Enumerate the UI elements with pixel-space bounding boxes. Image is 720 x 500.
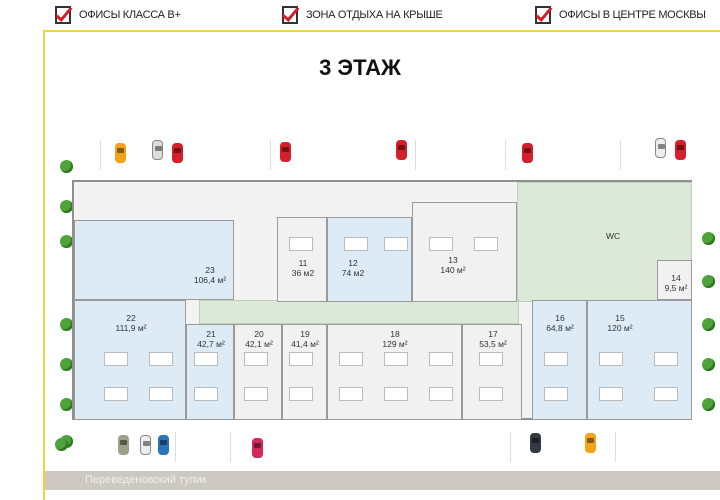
tree-icon (60, 200, 73, 213)
tree-icon (702, 398, 715, 411)
checkbox-checked-icon (55, 6, 71, 24)
car-icon (252, 438, 263, 458)
feature-label: ОФИСЫ В ЦЕНТРЕ МОСКВЫ (559, 9, 706, 21)
tree-icon (60, 318, 73, 331)
feature-center: ОФИСЫ В ЦЕНТРЕ МОСКВЫ (535, 0, 706, 30)
street-name: Переведеновский тупик (45, 471, 720, 490)
tree-icon (702, 358, 715, 371)
tree-icon (702, 275, 715, 288)
tree-icon (60, 398, 73, 411)
car-icon (115, 143, 126, 163)
car-icon (152, 140, 163, 160)
corridor (199, 300, 519, 324)
floor-title: 3 ЭТАЖ (319, 55, 401, 80)
feature-label: ЗОНА ОТДЫХА НА КРЫШЕ (306, 9, 443, 21)
car-icon (118, 435, 129, 455)
tree-icon (702, 232, 715, 245)
car-icon (158, 435, 169, 455)
plan-frame (43, 30, 720, 500)
car-icon (585, 433, 596, 453)
car-icon (522, 143, 533, 163)
tree-icon (60, 358, 73, 371)
checkbox-checked-icon (535, 6, 551, 24)
car-icon (172, 143, 183, 163)
feature-rooftop: ЗОНА ОТДЫХА НА КРЫШЕ (282, 0, 443, 30)
tree-icon (702, 318, 715, 331)
tree-icon (60, 235, 73, 248)
wc-label: WC (606, 231, 621, 241)
car-icon (140, 435, 151, 455)
car-icon (530, 433, 541, 453)
tree-icon (55, 438, 68, 451)
car-icon (280, 142, 291, 162)
car-icon (655, 138, 666, 158)
car-icon (675, 140, 686, 160)
tree-icon (60, 160, 73, 173)
feature-class-b: ОФИСЫ КЛАССА B+ (55, 0, 181, 30)
car-icon (396, 140, 407, 160)
checkbox-checked-icon (282, 6, 298, 24)
feature-label: ОФИСЫ КЛАССА B+ (79, 9, 181, 21)
